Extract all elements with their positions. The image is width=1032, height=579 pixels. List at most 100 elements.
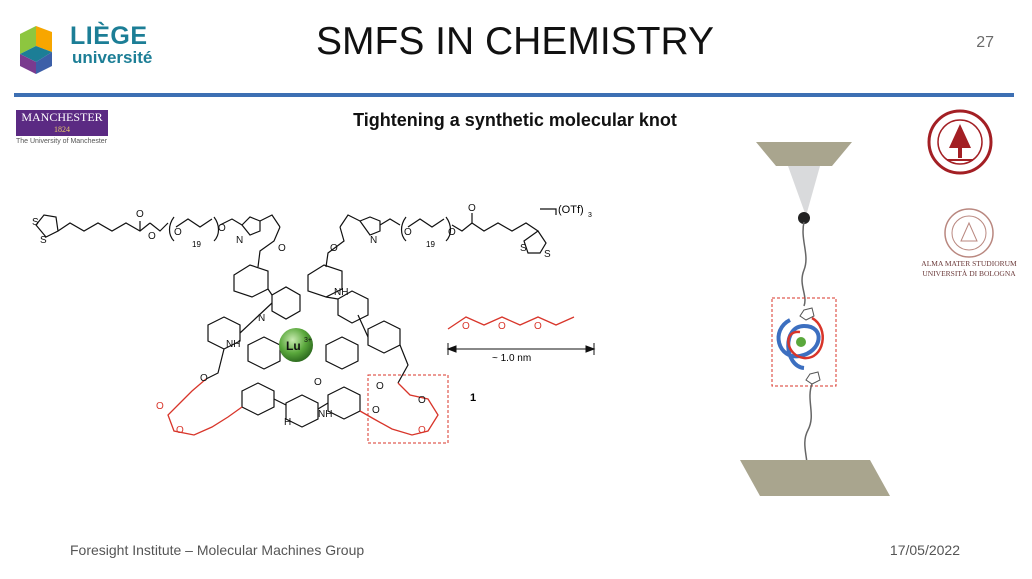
atom-label-o-right-ether-2: O xyxy=(448,227,456,238)
atom-label-nh-core: NH xyxy=(334,287,348,298)
atom-label-o-right-phenoxy: O xyxy=(330,243,338,254)
atom-label-o-spacer-1: O xyxy=(462,321,470,332)
atom-label-o-left-carbonyl: O xyxy=(136,209,144,220)
left-triazole-ring xyxy=(241,216,261,236)
highlight-box xyxy=(367,374,449,444)
right-dithiolane-ring xyxy=(523,230,547,254)
manchester-logo-name: MANCHESTER xyxy=(21,110,103,124)
knot-highlight-box xyxy=(771,297,837,387)
atom-label-nh-bottom: NH xyxy=(318,409,332,420)
counterion-label: (OTf) xyxy=(558,204,584,216)
title-divider xyxy=(14,93,1014,97)
manchester-logo: MANCHESTER 1824 The University of Manche… xyxy=(16,110,116,150)
upper-triazole-icon xyxy=(799,307,815,321)
compound-number: 1 xyxy=(470,392,476,404)
slide-title: SMFS IN CHEMISTRY xyxy=(316,20,714,63)
liege-logo-line1: LIÈGE xyxy=(70,22,148,50)
footer-date: 17/05/2022 xyxy=(889,542,960,558)
lower-triazole-icon xyxy=(805,371,821,385)
atom-label-o-left-phenoxy: O xyxy=(278,243,286,254)
lu-ion-dot xyxy=(796,337,806,347)
bologna-seal-icon xyxy=(944,208,994,258)
counterion-subscript: 3 xyxy=(588,212,592,219)
atom-label-o-crown-right-1: O xyxy=(376,381,384,392)
manchester-logo-year: 1824 xyxy=(54,125,70,134)
gold-surface-plate xyxy=(740,460,890,496)
atom-label-h-bottom: H xyxy=(284,417,291,428)
bologna-seal-logo: ALMA MATER STUDIORUM UNIVERSITÀ DI BOLOG… xyxy=(917,205,1021,283)
phenyl-ring-right xyxy=(367,320,401,354)
atom-label-o-crown-left-3: O xyxy=(176,425,184,436)
atom-label-o-crown-right-4: O xyxy=(418,425,426,436)
liege-logo-line2: université xyxy=(72,48,153,67)
lower-peg-tether xyxy=(804,383,813,473)
spacer-length-label: ~ 1.0 nm xyxy=(492,353,531,364)
manchester-logo-tagline: The University of Manchester xyxy=(16,138,108,145)
naphthyl-ring-2 xyxy=(307,264,343,298)
left-peg-bracket-close xyxy=(213,216,220,242)
atom-label-o-left-ester: O xyxy=(148,231,156,242)
peg-spacer-chain xyxy=(447,316,575,330)
ecnu-seal-logo xyxy=(927,104,993,184)
right-crown-loop xyxy=(359,382,439,436)
atom-label-n-left: N xyxy=(236,235,243,246)
bologna-logo-line1: ALMA MATER STUDIORUM xyxy=(921,259,1017,268)
naphthyl-ring-4 xyxy=(327,386,361,420)
pyridine-ring-2 xyxy=(337,290,369,324)
atom-label-o-right-carbonyl: O xyxy=(468,203,476,214)
pyridine-ring-4 xyxy=(325,336,359,370)
left-crown-loop xyxy=(167,378,243,436)
lu-ion-label: Lu xyxy=(286,339,301,353)
tip-anchor-bead xyxy=(798,212,810,224)
naphthyl-ring-1 xyxy=(233,264,269,298)
atom-label-n-right: N xyxy=(370,235,377,246)
right-triazole-ring xyxy=(359,216,381,236)
atom-label-o-left-ether: O xyxy=(174,227,182,238)
afm-pulling-illustration xyxy=(700,130,900,510)
naphthyl-ring-3 xyxy=(241,382,275,416)
atom-label-s-right-2: S xyxy=(544,249,551,260)
molecular-knot-structure: Lu 3+ S S O O O O N O O N O O O S S N NH… xyxy=(32,203,596,444)
atom-label-o-core: O xyxy=(314,377,322,388)
afm-cantilever-plate xyxy=(756,142,852,166)
atom-label-hn-left: NH xyxy=(226,339,240,350)
repeat-subscript-right: 19 xyxy=(426,240,435,249)
slide-subtitle: Tightening a synthetic molecular knot xyxy=(353,110,677,130)
pyridine-ring-3 xyxy=(247,336,281,370)
atom-label-o-left-ether-2: O xyxy=(218,223,226,234)
atom-label-o-crown-left: O xyxy=(200,373,208,384)
molecular-knot-scheme: Lu 3+ S S O O O O N O O N O O O S S N NH… xyxy=(28,195,608,465)
phenyl-ring-left xyxy=(207,316,241,350)
atom-label-o-spacer-2: O xyxy=(498,321,506,332)
atom-label-o-crown-right-2: O xyxy=(372,405,380,416)
atom-label-o-crown-right-3: O xyxy=(418,395,426,406)
atom-label-s-left-2: S xyxy=(32,217,39,228)
left-peg-bracket-open xyxy=(168,216,175,242)
atom-label-s-left-1: S xyxy=(40,235,47,246)
right-peg-bracket-close xyxy=(445,216,452,242)
manchester-logo-box: MANCHESTER 1824 xyxy=(16,110,108,136)
atom-label-o-spacer-3: O xyxy=(534,321,542,332)
atom-label-o-crown-left-2: O xyxy=(156,401,164,412)
atom-label-s-right-1: S xyxy=(520,243,527,254)
left-dithiolane-ring xyxy=(35,214,59,238)
afm-setup-diagram xyxy=(740,142,890,496)
pyridine-ring-1 xyxy=(271,286,301,320)
repeat-subscript-left: 19 xyxy=(192,240,201,249)
knot-strand-red xyxy=(787,316,824,360)
footer-organization: Foresight Institute – Molecular Machines… xyxy=(70,542,365,558)
bologna-logo-line2: UNIVERSITÀ DI BOLOGNA xyxy=(922,269,1016,278)
right-peg-bracket-open xyxy=(400,216,407,242)
lu-ion-charge: 3+ xyxy=(304,337,312,344)
slide-number: 27 xyxy=(976,34,994,51)
lu-ion-sphere xyxy=(279,328,313,362)
upper-peg-tether xyxy=(801,221,807,307)
knot-strand-blue xyxy=(776,318,821,370)
benzamide-ring xyxy=(285,394,319,428)
liege-cube-icon xyxy=(20,26,52,74)
atom-label-o-right-ether: O xyxy=(404,227,412,238)
atom-label-n-core-1: N xyxy=(258,313,265,324)
liege-university-logo: LIÈGE université xyxy=(16,20,156,76)
left-alkyl-chain xyxy=(57,222,151,232)
afm-tip xyxy=(788,166,820,216)
